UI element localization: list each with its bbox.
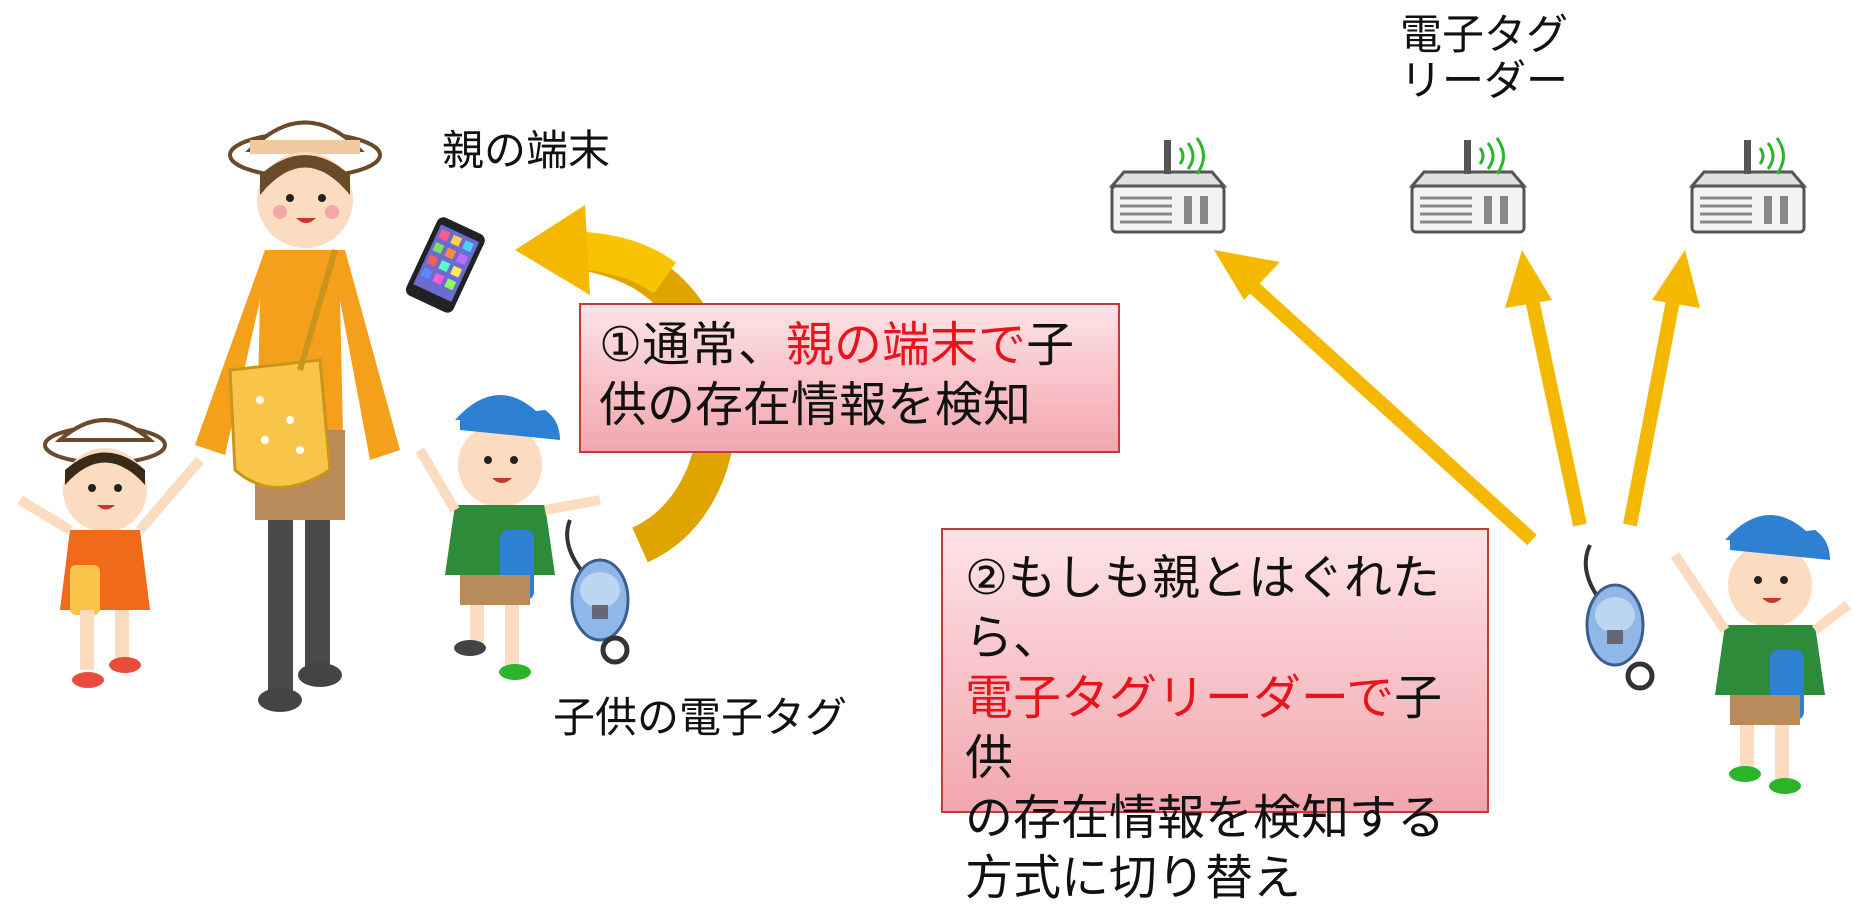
electronic-tag-icon	[565, 519, 630, 665]
box1-line2: 供の存在情報を検知	[599, 377, 1032, 433]
box2-line4: 方式に切り替え	[965, 850, 1302, 906]
box1-line1: ①通常、親の端末で子	[599, 317, 1075, 373]
child-tag-label: 子供の電子タグ	[553, 693, 848, 742]
tag-reader-router-1	[1108, 137, 1228, 234]
explanation-box-separated: ②もしも親とはぐれたら、 電子タグリーダーで子供 の存在情報を検知する 方式に切…	[941, 528, 1489, 906]
box2-line2: 電子タグリーダーで子供	[965, 670, 1443, 786]
smartphone-icon	[405, 217, 485, 313]
explanation-box-normal: ①通常、親の端末で子 供の存在情報を検知	[579, 303, 1120, 453]
arrow-to-reader-2	[1505, 250, 1587, 527]
tag-reader-router-2	[1408, 137, 1528, 234]
box2-line3: の存在情報を検知する	[965, 790, 1446, 846]
lone-child-figure	[1670, 515, 1852, 794]
boy-with-parent-figure	[415, 395, 601, 680]
mother-figure	[195, 120, 400, 712]
arrow-to-reader-1	[1214, 250, 1537, 546]
tag-reader-label: 電子タグ リーダー	[1400, 10, 1569, 106]
box2-line1: ②もしも親とはぐれたら、	[965, 550, 1441, 666]
tag-reader-label-line1: 電子タグ	[1400, 10, 1569, 59]
arrow-to-reader-3	[1623, 250, 1700, 527]
box2-highlight: 電子タグリーダーで	[965, 670, 1395, 726]
girl-figure	[17, 418, 204, 688]
box1-highlight: 親の端末で	[786, 317, 1027, 373]
electronic-tag-right-icon	[1583, 544, 1655, 691]
parent-device-label: 親の端末	[442, 126, 611, 175]
tag-reader-router-3	[1688, 137, 1808, 234]
illustration-canvas	[17, 120, 1852, 794]
tag-reader-label-line2: リーダー	[1400, 56, 1569, 106]
